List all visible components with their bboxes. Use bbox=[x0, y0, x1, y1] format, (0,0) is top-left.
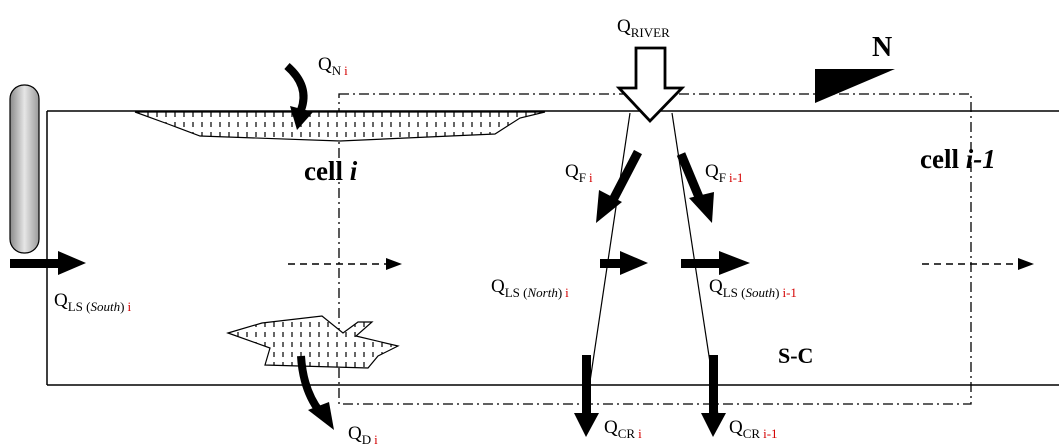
n-i-arrow-head bbox=[290, 106, 313, 130]
ls-south-i-arrow-shaft bbox=[10, 259, 62, 268]
flux-arrows bbox=[10, 62, 750, 437]
offshore-deposit-bottom bbox=[226, 315, 400, 369]
d-i-arrow-head bbox=[308, 402, 334, 430]
q-ls-south-i-label: QLS (South)i bbox=[54, 290, 131, 314]
q-ls-south-i1-label: QLS (South)i-1 bbox=[709, 276, 797, 300]
dashed-arrow-cell-prev-head bbox=[1018, 258, 1034, 270]
dashed-transport-arrows bbox=[288, 258, 1034, 270]
groyne-structure bbox=[9, 84, 40, 254]
nearshore-deposit-top bbox=[134, 111, 546, 142]
river-inflow-arrow bbox=[615, 46, 686, 124]
cell-i-label: cell i bbox=[304, 156, 358, 186]
q-ls-north-i-label: QLS (North)i bbox=[491, 276, 569, 300]
zone-label: S-C bbox=[778, 343, 813, 368]
f-i-arrow-head bbox=[596, 190, 622, 223]
cr-i-arrow-shaft bbox=[582, 355, 591, 417]
n-i-arrow-shaft bbox=[284, 62, 308, 112]
control-volume-boundary bbox=[338, 93, 972, 405]
ls-north-i-arrow-head bbox=[620, 251, 648, 275]
ls-north-i-arrow-shaft bbox=[600, 259, 624, 268]
f-i1-arrow-head bbox=[689, 192, 714, 223]
cr-i1-arrow-head bbox=[701, 413, 726, 437]
ls-south-i1-arrow-shaft bbox=[681, 259, 723, 268]
q-river-label: QRIVER bbox=[617, 16, 670, 40]
cr-i1-arrow-shaft bbox=[709, 355, 718, 417]
dashed-arrow-cell-i-head bbox=[386, 258, 402, 270]
north-arrow-icon bbox=[815, 69, 895, 103]
ls-south-i1-arrow-head bbox=[719, 251, 750, 275]
cr-i-arrow-head bbox=[574, 413, 599, 437]
ls-south-i-arrow-head bbox=[58, 251, 86, 275]
f-i-arrow-shaft bbox=[609, 149, 642, 203]
f-i1-arrow-shaft bbox=[676, 152, 706, 204]
cell-prev-label: cell i-1 bbox=[920, 144, 996, 174]
north-label: N bbox=[872, 32, 892, 63]
